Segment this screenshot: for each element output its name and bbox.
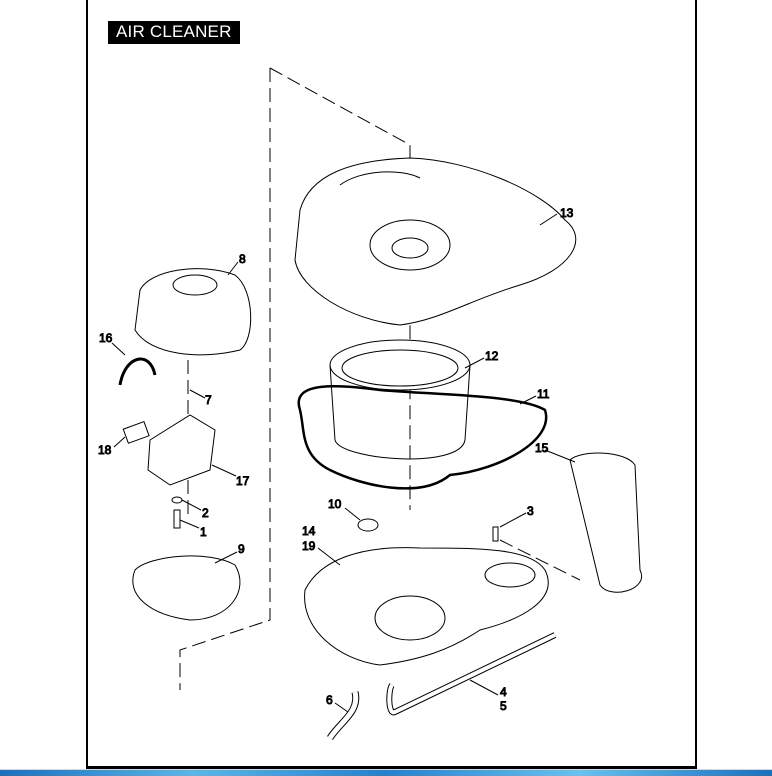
part-11-gasket — [297, 385, 548, 490]
callout-1: 1 — [200, 525, 207, 539]
callout-12: 12 — [485, 349, 499, 363]
callout-9: 9 — [238, 542, 245, 556]
callout-13: 13 — [560, 206, 574, 220]
callout-14: 14 — [302, 524, 316, 538]
part-19-backplate — [304, 547, 549, 666]
callout-8: 8 — [239, 252, 246, 266]
callout-2: 2 — [202, 506, 209, 520]
part-10-grommet — [357, 518, 379, 532]
callout-4: 4 — [500, 685, 507, 699]
part-8-trim-cover — [134, 268, 252, 356]
part-12-filter — [329, 339, 471, 460]
callout-15: 15 — [535, 441, 549, 455]
callout-labels: 13 8 16 12 7 11 18 15 17 2 1 10 3 14 19 … — [98, 206, 575, 714]
callout-17: 17 — [236, 474, 250, 488]
part-3-screw — [492, 526, 499, 542]
part-1-screw — [173, 509, 181, 529]
part-2-washer — [171, 496, 183, 504]
callout-6: 6 — [326, 693, 333, 707]
part-16-hose — [118, 357, 157, 386]
diagram-title: AIR CLEANER — [108, 21, 240, 44]
part-13-cover — [294, 157, 577, 326]
part-17-bracket — [147, 414, 216, 486]
leader-lines — [111, 213, 576, 713]
window-bottom-bar — [0, 769, 772, 776]
part-18-connector — [122, 421, 150, 444]
part-15-intake — [569, 452, 643, 593]
callout-10: 10 — [328, 497, 342, 511]
callout-18: 18 — [98, 443, 112, 457]
callout-19: 19 — [302, 539, 316, 553]
part-9-base — [132, 555, 241, 621]
callout-3: 3 — [527, 504, 534, 518]
callout-11: 11 — [537, 387, 550, 401]
callout-7: 7 — [205, 393, 212, 407]
callout-16: 16 — [99, 331, 113, 345]
callout-5: 5 — [500, 699, 507, 713]
